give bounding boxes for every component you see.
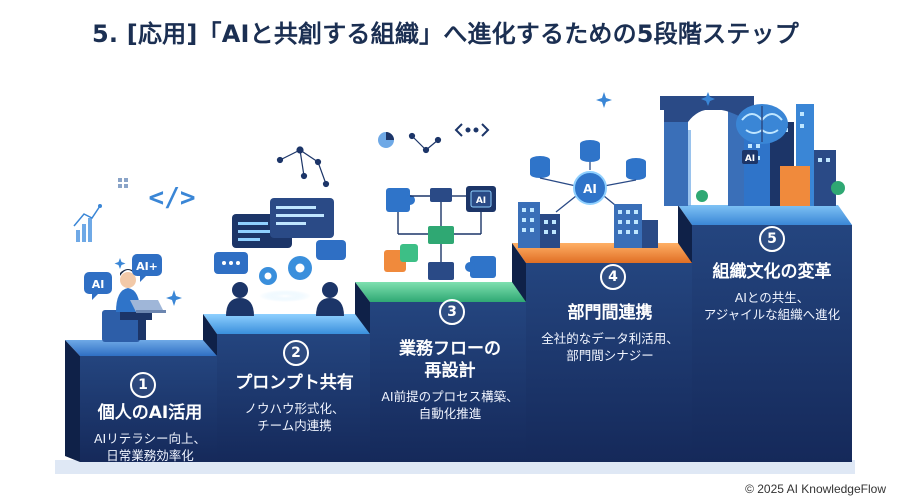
- step-1-desc-line-2: 日常業務効率化: [106, 448, 194, 463]
- copyright-text: © 2025 AI KnowledgeFlow: [745, 482, 886, 496]
- code-nodes-icon: [454, 123, 490, 137]
- step-3-title-line-1: 業務フローの: [399, 339, 501, 359]
- step-5-desc: AIとの共生、 アジャイルな組織へ進化: [692, 289, 852, 323]
- chat-bubble-ai-icon: AI: [84, 272, 112, 300]
- step-5-title: 組織文化の変革: [712, 262, 832, 282]
- step-4-number: 4: [600, 264, 626, 290]
- step-3-desc-line-1: AI前提のプロセス構築、: [381, 389, 519, 404]
- step-5-number: 5: [759, 226, 785, 252]
- ai-bubble-label: AI: [92, 278, 105, 291]
- step-2-number: 2: [283, 340, 309, 366]
- bar-chart-icon: [73, 204, 102, 242]
- pie-chart-icon: [378, 132, 394, 148]
- ai-plus-bubble-label: AI+: [136, 260, 158, 273]
- sparkle-icon-2: [596, 92, 612, 108]
- chat-windows-icon: [214, 198, 346, 274]
- sparkle-icon: [114, 258, 182, 306]
- sparkle-icon-3: [701, 92, 715, 106]
- step-4-desc-line-2: 部門間シナジー: [566, 348, 654, 363]
- chat-bubble-ai-plus-icon: AI+: [132, 254, 162, 282]
- step-3-desc: AI前提のプロセス構築、 自動化推進: [370, 388, 530, 422]
- step-1-desc-line-1: AIリテラシー向上、: [94, 431, 206, 446]
- step-2-text: プロンプト共有 ノウハウ形式化、 チーム内連携: [217, 372, 372, 434]
- step-1-desc: AIリテラシー向上、 日常業務効率化: [80, 430, 220, 464]
- databases-icon: [530, 140, 646, 180]
- flow-arrows-icon: [397, 195, 482, 262]
- code-brackets-icon: </>: [149, 183, 196, 213]
- step-3-block: [355, 282, 530, 462]
- office-buildings-icon: [518, 202, 658, 248]
- network-icon: [276, 146, 330, 188]
- step-4-desc: 全社的なデータ利活用、 部門間シナジー: [526, 330, 694, 364]
- step-3-number: 3: [439, 299, 465, 325]
- step-4-title: 部門間連携: [567, 303, 653, 323]
- step-5-text: 組織文化の変革 AIとの共生、 アジャイルな組織へ進化: [692, 261, 852, 323]
- gears-icon: [259, 256, 312, 285]
- skyline-icon: AI: [742, 104, 836, 206]
- hub-label: AI: [583, 182, 597, 196]
- glow-platform: [259, 290, 311, 302]
- brain-icon: [736, 104, 788, 144]
- ai-chip-icon: AI: [466, 186, 496, 212]
- puzzle-piece-icon-1: [386, 188, 415, 212]
- code-label: </>: [149, 183, 196, 213]
- step-2-desc-line-2: チーム内連携: [257, 418, 332, 433]
- step-5-desc-line-2: アジャイルな組織へ進化: [703, 307, 841, 322]
- step-2-desc: ノウハウ形式化、 チーム内連携: [217, 400, 372, 434]
- grid-dots-icon: [118, 178, 128, 188]
- chip-label: AI: [476, 196, 486, 206]
- step-1-text: 個人のAI活用 AIリテラシー向上、 日常業務効率化: [80, 402, 220, 464]
- trees-icon: [696, 181, 845, 202]
- step-2-title: プロンプト共有: [235, 373, 354, 393]
- tower-label: AI: [745, 154, 755, 164]
- network-icon-2: [408, 132, 442, 154]
- step-5-block: [678, 205, 852, 462]
- arch-gate-icon: [660, 96, 754, 206]
- step-4-desc-line-1: 全社的なデータ利活用、: [541, 331, 679, 346]
- ai-hub-icon: AI: [573, 171, 607, 205]
- step-3-title-line-2: 再設計: [424, 361, 476, 381]
- flow-boxes-icon: [428, 188, 454, 280]
- step-3-title: 業務フローの 再設計: [370, 338, 530, 382]
- step-2-desc-line-1: ノウハウ形式化、: [244, 401, 345, 416]
- step-3-text: 業務フローの 再設計 AI前提のプロセス構築、 自動化推進: [370, 338, 530, 422]
- step-3-desc-line-2: 自動化推進: [418, 406, 482, 421]
- step-5-desc-line-1: AIとの共生、: [734, 290, 810, 305]
- step-1-title: 個人のAI活用: [97, 403, 203, 423]
- step-1-number: 1: [130, 372, 156, 398]
- puzzle-piece-icon-3: [465, 256, 496, 278]
- page-title: 5. [応用]「AIと共創する組織」へ進化するための5段階ステップ: [92, 20, 799, 48]
- puzzle-piece-icon-2: [384, 244, 418, 272]
- step-4-text: 部門間連携 全社的なデータ利活用、 部門間シナジー: [526, 302, 694, 364]
- person-laptop-icon: [102, 269, 166, 342]
- floor-shadow: [55, 460, 855, 474]
- team-people-icon: [226, 282, 344, 316]
